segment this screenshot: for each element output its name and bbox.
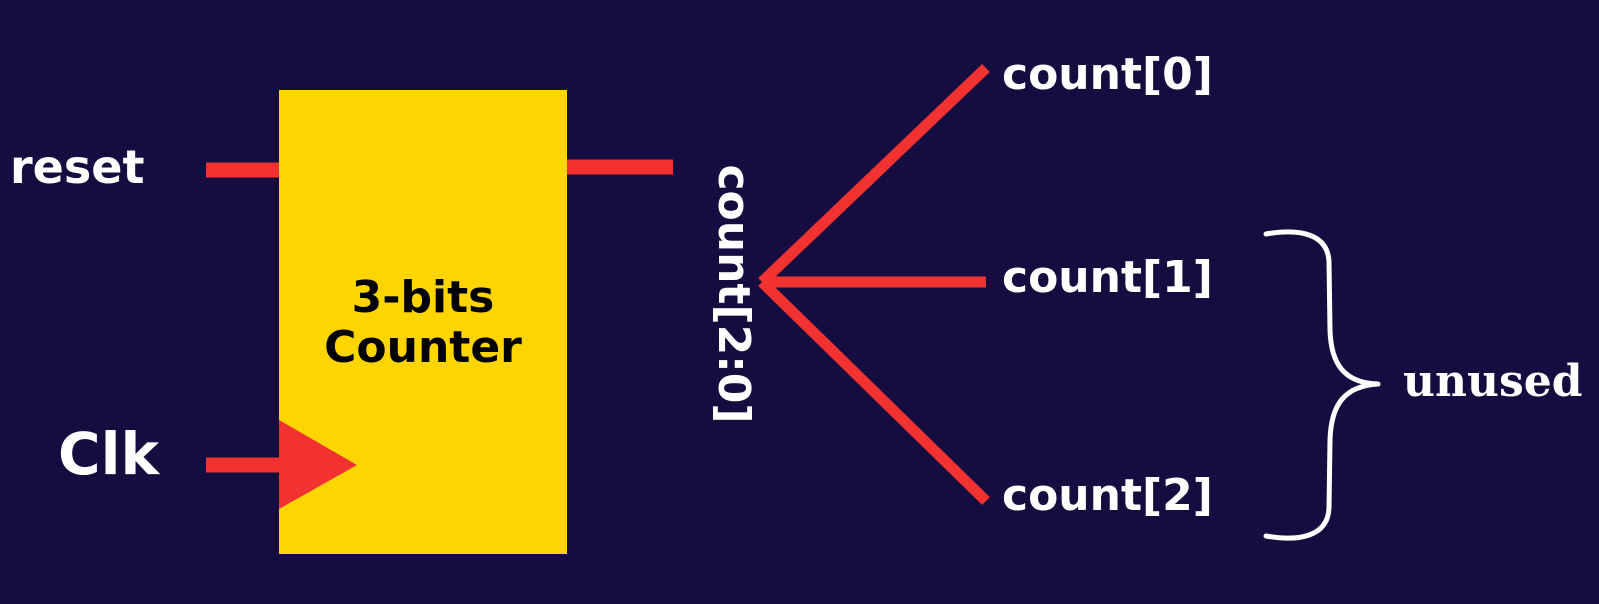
unused-label: unused xyxy=(1403,356,1583,407)
bus-label: count[2:0] xyxy=(708,164,759,424)
counter-title-line1: 3-bits xyxy=(351,272,495,323)
counter-title-line2: Counter xyxy=(324,322,522,373)
fanout-wire-count0 xyxy=(758,64,990,286)
output-label-count2: count[2] xyxy=(1002,470,1213,521)
clock-edge-triangle-icon xyxy=(279,420,357,509)
reset-label: reset xyxy=(10,140,145,194)
counter-title: 3-bits Counter xyxy=(279,273,567,373)
output-label-count1: count[1] xyxy=(1002,252,1213,303)
fanout-wire-count2 xyxy=(758,278,990,505)
curly-brace-icon xyxy=(1263,229,1381,541)
output-label-count0: count[0] xyxy=(1002,49,1213,100)
clk-label: Clk xyxy=(58,420,160,488)
